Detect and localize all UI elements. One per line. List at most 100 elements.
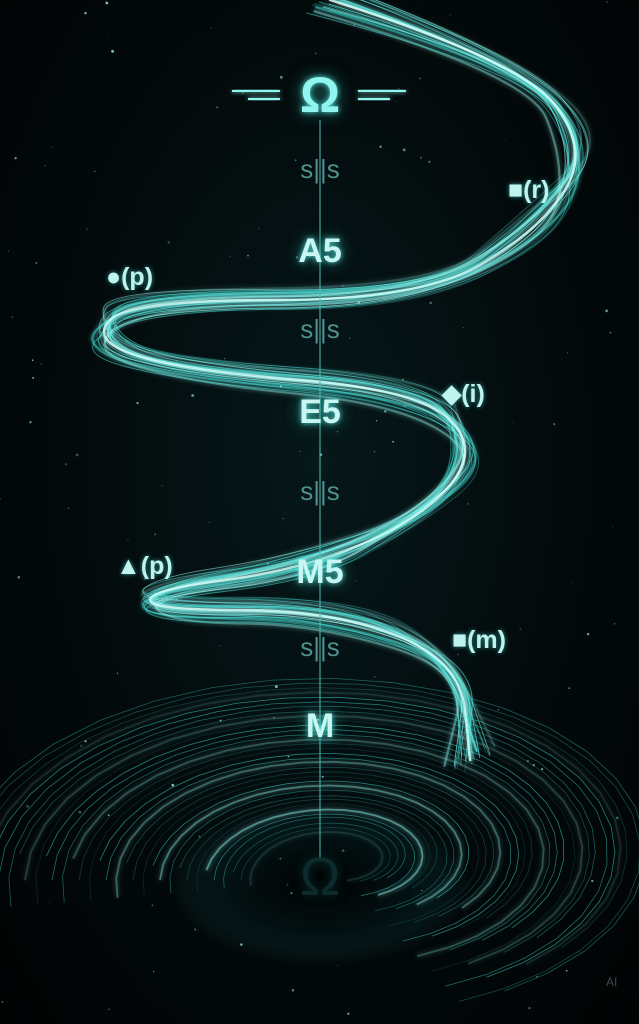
sparkle [336,965,338,967]
marker-diamond-i: ◆(i) [442,380,485,408]
sparkle [17,576,20,579]
sparkle [29,421,32,424]
vortex-strand [99,752,520,937]
sparkle [290,892,293,895]
vortex-strand [105,757,512,942]
sparkle [111,49,115,53]
sparkle [528,1006,531,1010]
sparkle [392,440,395,443]
sparkle [566,352,569,354]
sparkle [118,310,120,312]
sparkle [421,889,423,892]
sparkle [536,975,538,978]
sparkle [373,451,375,453]
sparkle [71,335,73,337]
sparkle [169,978,171,980]
vortex-strand [24,714,584,965]
sparkle [617,914,620,916]
sparkle [457,653,459,656]
sparkle [429,301,432,305]
vortex-strand [186,798,438,889]
ribbon-strand [103,10,561,767]
sparkle [84,740,87,743]
ribbon-strand [108,0,579,752]
vortex-strand [126,766,495,917]
sparkle [512,421,514,423]
sparkle [295,256,299,259]
sparkle [298,450,301,453]
sparkle [291,988,295,992]
separator-1: s||s [300,154,340,184]
ribbon-strand [92,12,571,768]
sparkle [606,1,608,3]
vortex-strand [223,816,406,889]
sparkle-particles [0,1,620,1023]
sparkle [312,573,314,575]
sparkle [191,394,195,397]
ribbon-strand [99,0,587,754]
sparkle [341,849,345,853]
vortex-strand [152,780,470,899]
sparkle [240,943,243,946]
sparkle [389,393,391,394]
sparkle [342,284,344,287]
sparkle [286,883,289,886]
sparkle [105,1,109,5]
ribbon-strand [97,4,571,770]
sparkle [308,255,311,258]
sparkle [402,378,404,381]
node-e5: E5 [299,393,341,431]
vortex-strand [35,720,576,972]
sparkle [151,904,154,907]
sparkle [210,27,212,29]
vortex-strands [0,677,639,1002]
sparkle [357,301,361,304]
sparkle [282,518,284,519]
sparkle [266,562,270,565]
sparkle [229,255,231,258]
vortex-strand [0,691,622,966]
sparkle [612,526,614,528]
sparkle [272,716,276,719]
sparkle [591,879,594,883]
sparkle [314,52,317,55]
vortex-strand [142,776,480,927]
sparkle [428,160,431,163]
sparkle [241,91,244,94]
ribbon-strand [90,3,577,772]
sparkle [107,814,110,817]
ribbon-strand [103,0,591,748]
sparkle [108,1008,110,1011]
sparkle [384,410,387,413]
sparkle [529,181,532,184]
sparkle [35,261,38,264]
vortex-strand [0,677,639,992]
sparkle [48,901,50,903]
sparkle [0,498,1,500]
sparkle [219,719,222,722]
sparkle [116,672,119,674]
sparkle [570,581,572,583]
sparkle [290,565,293,568]
sparkle [504,139,506,141]
sparkle [373,675,376,678]
sparkle [220,645,221,647]
sparkle [127,539,129,542]
sparkle [26,804,30,808]
sparkle [305,424,306,426]
sparkle [209,522,210,524]
sparkle [417,7,419,9]
vortex-strand [169,789,455,910]
vortex-strand [205,808,424,896]
sparkle [467,503,469,505]
sparkle [287,755,290,758]
vortex-strand [179,795,448,912]
vortex-strand [115,760,502,909]
sparkle [316,718,320,721]
sparkle [519,628,522,630]
node-m: M [305,707,335,745]
sparkle [541,768,544,771]
sparkle [419,156,423,159]
sparkle [253,290,255,291]
